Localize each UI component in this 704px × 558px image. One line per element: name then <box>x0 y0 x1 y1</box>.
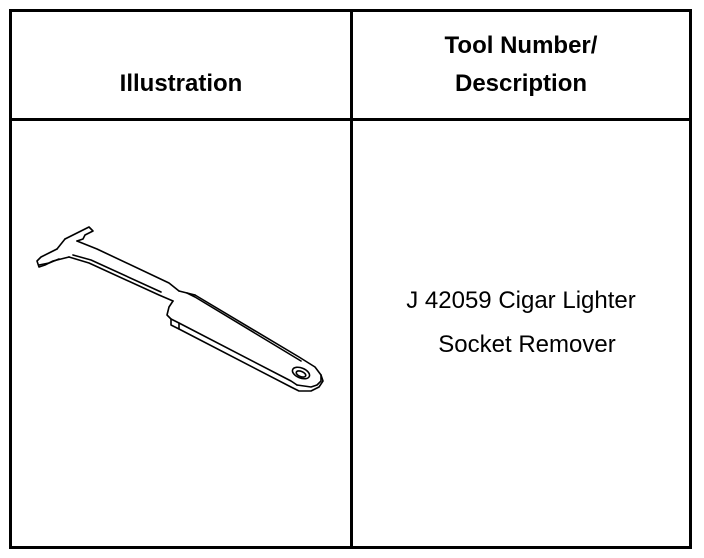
header-illustration-label: Illustration <box>119 70 243 97</box>
header-illustration: Illustration <box>12 12 350 118</box>
table-row-illustration-cell <box>12 121 350 546</box>
tool-description-line1: J 42059 Cigar Lighter <box>406 286 636 314</box>
table-row-description-cell: J 42059 Cigar Lighter Socket Remover <box>353 121 689 546</box>
header-tool-number: Tool Number/ Description <box>353 12 689 118</box>
header-tool-number-line1: Tool Number/ <box>444 32 598 59</box>
header-tool-number-line2: Description <box>454 70 588 97</box>
tool-description-line2: Socket Remover <box>438 330 616 358</box>
tool-table: Illustration Tool Number/ Description <box>9 9 692 549</box>
column-divider <box>350 12 353 546</box>
socket-remover-tool-icon <box>36 226 324 392</box>
header-divider <box>12 118 689 121</box>
